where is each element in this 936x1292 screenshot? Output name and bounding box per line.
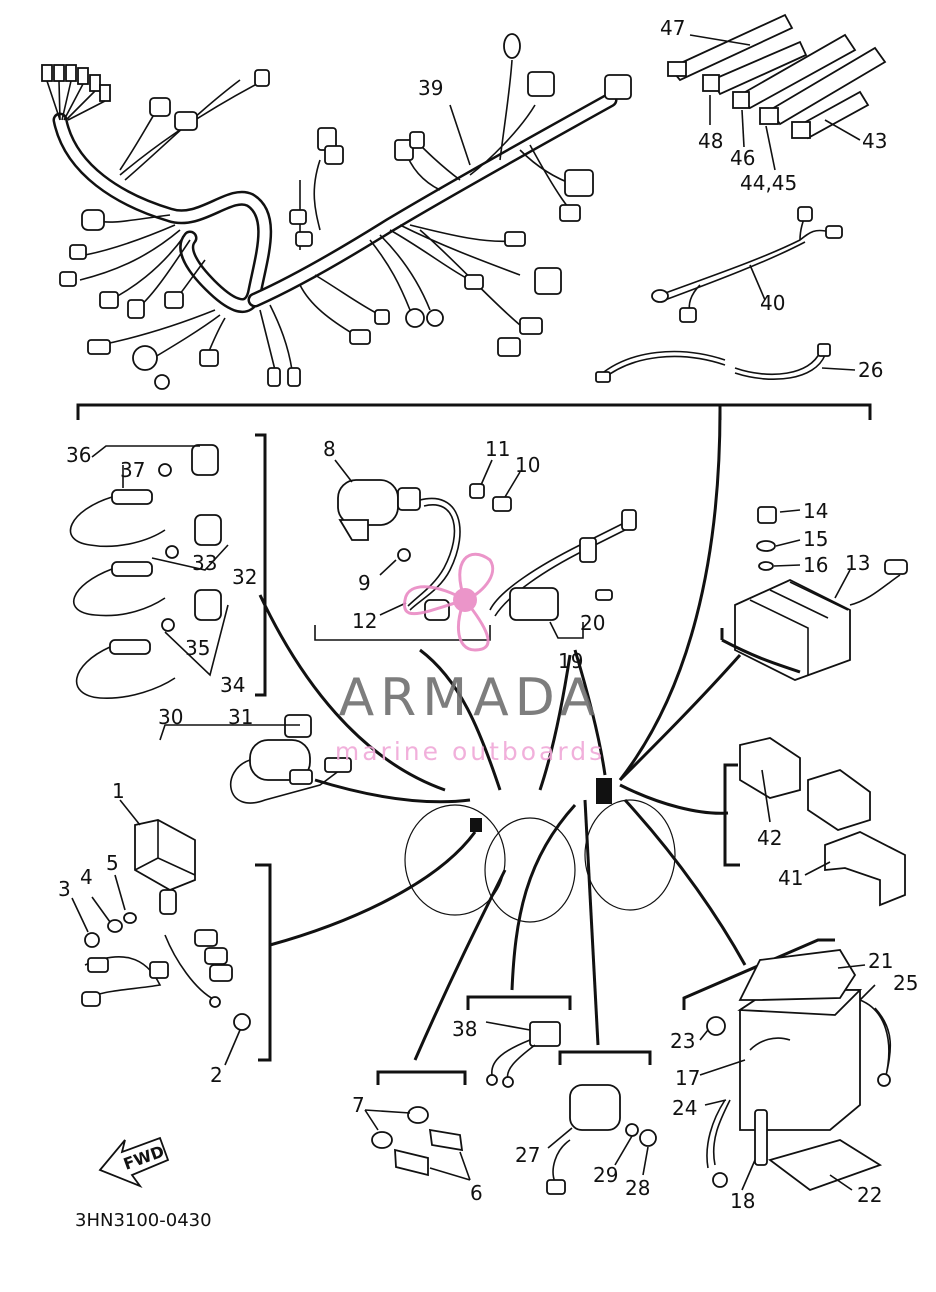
callout-41: 41: [778, 866, 803, 890]
callout-17: 17: [675, 1066, 700, 1090]
callout-15: 15: [803, 527, 828, 551]
callout-44-45: 44,45: [740, 171, 797, 195]
callout-4: 4: [80, 865, 93, 889]
callout-13: 13: [845, 551, 870, 575]
callout-29: 29: [593, 1163, 618, 1187]
terminal-covers: [739, 737, 906, 907]
harness-bracket: [76, 403, 872, 420]
callout-6: 6: [470, 1181, 483, 1205]
bracket-42: [723, 763, 740, 867]
bracket-7: [376, 1070, 467, 1085]
lead-wire-26: [595, 343, 831, 383]
callout-31: 31: [228, 705, 253, 729]
callout-11: 11: [485, 437, 510, 461]
callout-19: 19: [558, 649, 583, 673]
leader-lines: [71, 34, 876, 1191]
drawing-code: 3HN3100-0430: [75, 1210, 212, 1231]
callout-42: 42: [757, 826, 782, 850]
bracket-battery: [682, 938, 835, 1010]
callout-34: 34: [220, 673, 245, 697]
callout-26: 26: [858, 358, 883, 382]
connector-38: [486, 1021, 561, 1088]
wire-harness: [52, 59, 618, 371]
callout-21: 21: [868, 949, 893, 973]
callout-14: 14: [803, 499, 828, 523]
frame-outline: [404, 778, 676, 923]
callout-8: 8: [323, 437, 336, 461]
pickup-coil: [159, 714, 352, 804]
callout-labels: 39 47 48 46 44,45 43 40 26 36 37 33 32 3…: [58, 16, 918, 1213]
callout-18: 18: [730, 1189, 755, 1213]
callout-7: 7: [352, 1093, 365, 1117]
callout-24: 24: [672, 1096, 697, 1120]
callout-9: 9: [358, 571, 371, 595]
callout-47: 47: [660, 16, 685, 40]
fwd-arrow: FWD: [98, 1136, 170, 1188]
watermark-brand: ARMADA: [339, 668, 602, 728]
harness-connectors: [41, 33, 632, 390]
callout-28: 28: [625, 1176, 650, 1200]
bracket-27: [558, 1050, 652, 1065]
callout-25: 25: [893, 971, 918, 995]
sub-wire-harness-40: [651, 206, 843, 323]
callout-12: 12: [352, 609, 377, 633]
starter-switch: [546, 1084, 657, 1195]
callout-27: 27: [515, 1143, 540, 1167]
ignition-coil: [314, 479, 512, 641]
callout-33: 33: [192, 551, 217, 575]
callout-38: 38: [452, 1017, 477, 1041]
callout-36: 36: [66, 443, 91, 467]
cdi-unit: [81, 819, 251, 1031]
callout-3: 3: [58, 877, 71, 901]
callout-39: 39: [418, 76, 443, 100]
callout-20: 20: [580, 611, 605, 635]
bracket-38: [466, 995, 572, 1010]
watermark-tagline: marine outboards: [335, 737, 605, 766]
rectifier-regulator: [720, 506, 908, 681]
callout-37: 37: [120, 458, 145, 482]
callout-35: 35: [185, 636, 210, 660]
callout-30: 30: [158, 705, 183, 729]
callout-16: 16: [803, 553, 828, 577]
connection-lines: [258, 409, 747, 1061]
callout-48: 48: [698, 129, 723, 153]
propeller-logo: [403, 552, 494, 652]
callout-23: 23: [670, 1029, 695, 1053]
callout-43: 43: [862, 129, 887, 153]
relay-assembly: [489, 509, 637, 639]
sensor-assemblies: [69, 433, 267, 699]
callout-10: 10: [515, 453, 540, 477]
bracket-left: [255, 863, 272, 1062]
spark-plugs: [371, 1106, 464, 1177]
callout-40: 40: [760, 291, 785, 315]
battery-assembly: [706, 949, 892, 1192]
tie-bands: [667, 13, 887, 140]
callout-1: 1: [112, 779, 125, 803]
callout-2: 2: [210, 1063, 223, 1087]
callout-5: 5: [106, 851, 119, 875]
armada-watermark: ARMADA marine outboards: [335, 552, 605, 766]
callout-22: 22: [857, 1183, 882, 1207]
callout-32: 32: [232, 565, 257, 589]
callout-46: 46: [730, 146, 755, 170]
